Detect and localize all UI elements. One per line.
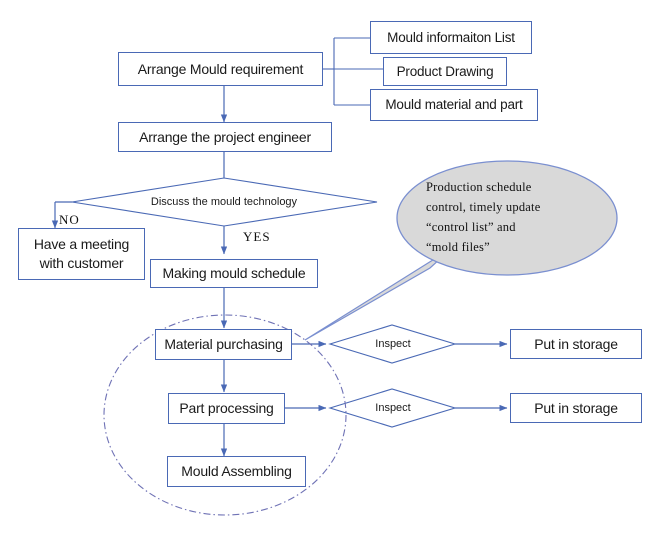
node-label: Product Drawing — [396, 63, 494, 79]
node-mould-information-list[interactable]: Mould informaiton List — [370, 21, 532, 54]
decision-diamond-discuss — [71, 177, 378, 227]
node-mould-assembling[interactable]: Mould Assembling — [167, 456, 306, 487]
node-arrange-project-engineer[interactable]: Arrange the project engineer — [118, 122, 332, 152]
callout-bubble — [396, 160, 618, 276]
edge-label-no: NO — [59, 212, 80, 227]
node-label: Making mould schedule — [162, 265, 306, 282]
callout-tail — [304, 247, 453, 341]
node-label: Arrange the project engineer — [139, 128, 311, 145]
no-branch-connector — [51, 201, 72, 229]
node-put-in-storage-bottom[interactable]: Put in storage — [510, 393, 642, 423]
node-mould-material-and-part[interactable]: Mould material and part — [370, 89, 538, 121]
edge-label-yes: YES — [243, 229, 271, 244]
node-label: Mould Assembling — [181, 463, 292, 480]
process-group-circle — [103, 314, 347, 516]
node-label: Material purchasing — [164, 336, 283, 353]
node-label-line2: with customer — [39, 255, 124, 271]
node-making-mould-schedule[interactable]: Making mould schedule — [150, 259, 318, 288]
node-put-in-storage-top[interactable]: Put in storage — [510, 329, 642, 359]
decision-diamond-inspect-top — [328, 324, 457, 364]
node-label: Arrange Mould requirement — [137, 60, 304, 77]
node-label: Mould material and part — [385, 97, 523, 113]
node-have-a-meeting-with-customer[interactable]: Have a meeting with customer — [18, 228, 145, 280]
node-label: Part processing — [179, 400, 274, 417]
node-material-purchasing[interactable]: Material purchasing — [155, 329, 292, 360]
node-label: Put in storage — [534, 399, 618, 416]
node-label: Put in storage — [534, 335, 618, 352]
node-part-processing[interactable]: Part processing — [168, 393, 285, 424]
node-product-drawing[interactable]: Product Drawing — [383, 57, 507, 86]
node-label: Mould informaiton List — [387, 29, 515, 45]
branch-connectors — [323, 37, 383, 106]
node-arrange-mould-requirement[interactable]: Arrange Mould requirement — [118, 52, 323, 86]
node-label-line1: Have a meeting — [33, 236, 130, 253]
decision-diamond-inspect-bottom — [328, 388, 457, 428]
